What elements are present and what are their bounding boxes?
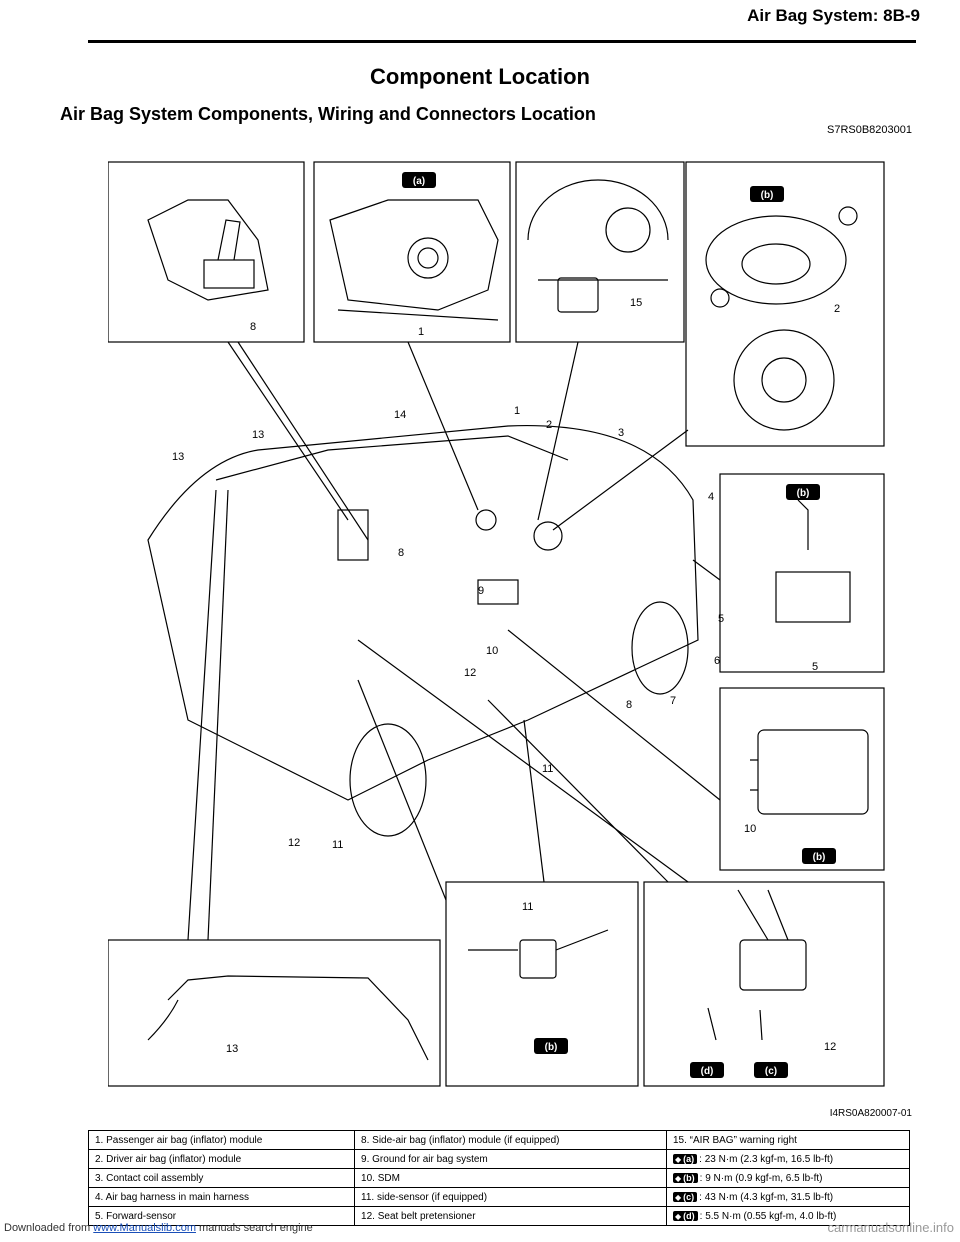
callout-8-b: 8	[626, 699, 632, 711]
manualslib-link[interactable]: www.Manualslib.com	[93, 1222, 196, 1234]
callout-10: 10	[486, 645, 498, 657]
footer-download-note: Downloaded from www.Manualslib.com manua…	[4, 1222, 313, 1234]
legend-row: 2. Driver air bag (inflator) module 9. G…	[87, 1149, 910, 1169]
legend-cell: 5. Forward-sensor	[87, 1206, 356, 1226]
panel-forward-sensor	[719, 473, 885, 673]
callout-13-b: 13	[252, 429, 264, 441]
torque-mark-c: (c)	[765, 1066, 777, 1077]
legend-cell: (a): 23 N·m (2.3 kgf-m, 16.5 lb-ft)	[666, 1149, 910, 1169]
figure-drawing: (a) (b) (b) (b) (b) (c) (d) 8 1 15 2 1 2…	[107, 161, 885, 1087]
panel-side-airbag	[107, 161, 305, 343]
legend-cell: (b): 9 N·m (0.9 kgf-m, 6.5 lb-ft)	[666, 1168, 910, 1188]
callout-2: 2	[546, 419, 552, 431]
legend-cell: 4. Air bag harness in main harness	[87, 1187, 356, 1207]
callout-2-panel: 2	[834, 303, 840, 315]
panel-side-sensor	[445, 881, 639, 1087]
footer-prefix: Downloaded from	[4, 1222, 94, 1234]
callout-5-panel: 5	[812, 661, 818, 673]
legend-row: 4. Air bag harness in main harness 11. s…	[87, 1187, 910, 1207]
callout-14: 14	[394, 409, 406, 421]
legend-row: 1. Passenger air bag (inflator) module 8…	[87, 1130, 910, 1150]
legend-cell: 9. Ground for air bag system	[354, 1149, 667, 1169]
panel-meter	[515, 161, 685, 343]
torque-mark-b-1: (b)	[761, 190, 774, 201]
panel-passenger-airbag	[313, 161, 511, 343]
panel-pretensioner	[643, 881, 885, 1087]
callout-4: 4	[708, 491, 714, 503]
legend-cell: (d): 5.5 N·m (0.55 kgf-m, 4.0 lb-ft)	[666, 1206, 910, 1226]
legend-cell: 10. SDM	[354, 1168, 667, 1188]
legend-row: 3. Contact coil assembly 10. SDM (b): 9 …	[87, 1168, 910, 1188]
torque-icon: (a)	[673, 1153, 698, 1164]
legend-value: : 43 N·m (4.3 kgf-m, 31.5 lb-ft)	[699, 1191, 834, 1203]
callout-12-panel: 12	[824, 1041, 836, 1053]
callout-13-a: 13	[172, 451, 184, 463]
legend-cell: 12. Seat belt pretensioner	[354, 1206, 667, 1226]
torque-mark-b-2: (b)	[797, 488, 810, 499]
callout-1-panel: 1	[418, 326, 424, 338]
callout-5: 5	[718, 613, 724, 625]
callout-12-b: 12	[288, 837, 300, 849]
callout-8-panel: 8	[250, 321, 256, 333]
torque-icon: (b)	[673, 1172, 698, 1183]
torque-icon: (c)	[673, 1191, 698, 1202]
legend-row: 5. Forward-sensor 12. Seat belt pretensi…	[87, 1206, 910, 1226]
legend-cell: 3. Contact coil assembly	[87, 1168, 356, 1188]
legend-cell: 8. Side-air bag (inflator) module (if eq…	[354, 1130, 667, 1150]
callout-10-panel: 10	[744, 823, 756, 835]
callout-6: 6	[714, 655, 720, 667]
legend-cell: 2. Driver air bag (inflator) module	[87, 1149, 356, 1169]
torque-mark-a-1: (a)	[413, 176, 425, 187]
figure-code: I4RS0A820007-01	[829, 1108, 912, 1119]
legend-table: 1. Passenger air bag (inflator) module 8…	[87, 1130, 910, 1226]
page-title: Component Location	[370, 64, 590, 89]
legend-cell: 11. side-sensor (if equipped)	[354, 1187, 667, 1207]
callout-1: 1	[514, 405, 520, 417]
legend-value: : 5.5 N·m (0.55 kgf-m, 4.0 lb-ft)	[699, 1210, 837, 1222]
callout-11: 11	[542, 763, 553, 775]
callout-11-panel: 11	[522, 901, 533, 913]
panel-steering-wheel	[685, 161, 885, 447]
callout-11-b: 11	[332, 839, 343, 851]
callout-7: 7	[670, 695, 676, 707]
component-location-figure: (a) (b) (b) (b) (b) (c) (d) 8 1 15 2 1 2…	[107, 160, 886, 1090]
legend-value: : 23 N·m (2.3 kgf-m, 16.5 lb-ft)	[699, 1153, 834, 1165]
legend-value: 15. “AIR BAG” warning right	[673, 1134, 797, 1146]
header-rule	[88, 40, 916, 43]
callout-9: 9	[478, 585, 484, 597]
callout-15: 15	[630, 297, 642, 309]
footer-suffix: manuals search engine	[195, 1222, 313, 1234]
legend-cell: 15. “AIR BAG” warning right	[666, 1130, 910, 1150]
section-title: Air Bag System Components, Wiring and Co…	[60, 104, 596, 124]
page-header-title: Air Bag System: 8B-9	[747, 6, 920, 25]
section-code: S7RS0B8203001	[826, 124, 912, 136]
callout-13-panel: 13	[226, 1043, 238, 1055]
torque-mark-d: (d)	[701, 1066, 714, 1077]
watermark: carmanualsonline.info	[827, 1220, 954, 1235]
torque-icon: (d)	[673, 1210, 698, 1221]
panel-curtain-airbag	[107, 939, 441, 1087]
torque-mark-b-3: (b)	[813, 852, 826, 863]
legend-value: : 9 N·m (0.9 kgf-m, 6.5 lb-ft)	[699, 1172, 823, 1184]
legend-cell: (c): 43 N·m (4.3 kgf-m, 31.5 lb-ft)	[666, 1187, 910, 1207]
callout-3: 3	[618, 427, 624, 439]
legend-cell: 1. Passenger air bag (inflator) module	[87, 1130, 356, 1150]
callout-8: 8	[398, 547, 404, 559]
torque-mark-b-4: (b)	[545, 1042, 558, 1053]
callout-12: 12	[464, 667, 476, 679]
panel-sdm	[719, 687, 885, 871]
